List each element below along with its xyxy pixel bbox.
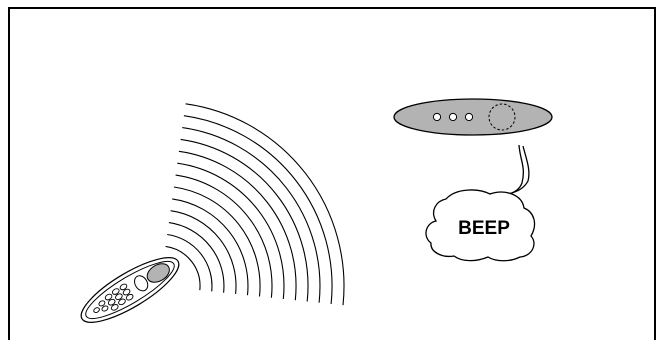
receiver-led-2: [449, 113, 456, 120]
bubble-tail: [490, 145, 529, 195]
signal-wave-arc: [169, 223, 224, 293]
receiver-device-icon: [394, 99, 552, 135]
speech-bubble-icon: BEEP: [426, 145, 535, 261]
signal-wave-arc: [179, 151, 296, 300]
remote-control-icon: [73, 247, 187, 334]
signal-wave-arc: [182, 128, 320, 303]
signal-waves-icon: [166, 104, 344, 305]
signal-wave-arc: [171, 211, 236, 294]
receiver-led-1: [433, 113, 440, 120]
receiver-led-3: [465, 113, 472, 120]
beep-label: BEEP: [458, 218, 510, 239]
